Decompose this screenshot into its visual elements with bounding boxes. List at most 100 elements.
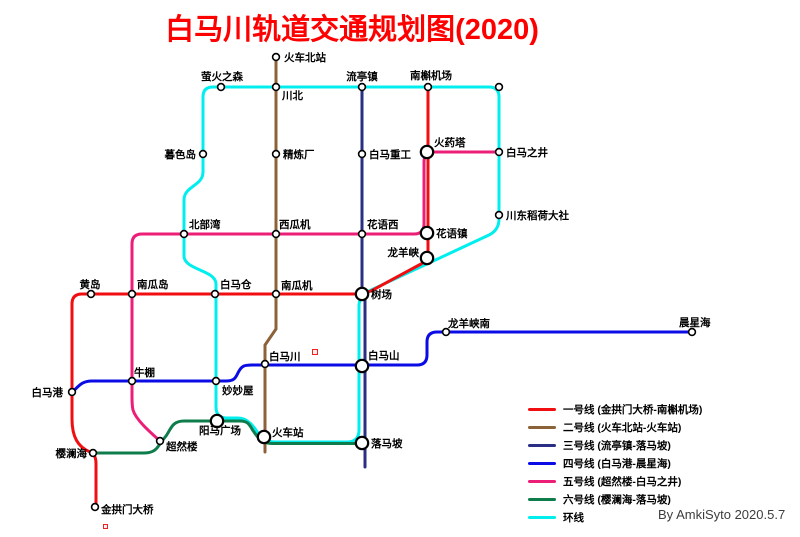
legend-label: 一号线 (金拱门大桥-南槲机场) [563, 403, 703, 416]
station-dot [271, 82, 281, 92]
station-dot [260, 359, 270, 369]
station-dot [687, 327, 697, 337]
station-dot [494, 210, 504, 220]
station-dot [90, 502, 100, 512]
station-label: 精炼厂 [283, 148, 315, 161]
station-label: 火车北站 [284, 51, 326, 64]
line-4-path [70, 330, 694, 394]
station-dot [198, 149, 208, 159]
station-label: 白马之井 [506, 146, 548, 159]
station-label: 白马港 [32, 386, 64, 399]
station-dot [86, 289, 96, 299]
station-dot [357, 82, 367, 92]
legend-swatch [528, 461, 556, 465]
legend-row: 六号线 (樱澜海-落马坡) [528, 491, 671, 507]
station-dot [127, 376, 137, 386]
station-label: 西瓜机 [279, 218, 311, 231]
station-dot [271, 229, 281, 239]
station-label: 牛棚 [134, 366, 155, 379]
station-label: 樱澜海 [56, 447, 88, 460]
station-dot [216, 82, 226, 92]
red-square-mark [103, 524, 108, 529]
red-square-mark [312, 349, 318, 355]
legend-label: 环线 [563, 511, 584, 524]
station-label: 萤火之森 [201, 70, 243, 83]
legend-row: 环线 [528, 509, 584, 525]
station-dot [179, 229, 189, 239]
legend-row: 三号线 (流亭镇-落马坡) [528, 437, 671, 453]
legend-swatch [528, 515, 556, 519]
interchange-station-dot [419, 225, 435, 241]
interchange-station-dot [354, 435, 370, 451]
station-label: 火车站 [272, 426, 304, 439]
legend-row: 五号线 (超然楼-白马之井) [528, 473, 681, 489]
station-dot [494, 82, 504, 92]
line-6-path [91, 419, 362, 455]
station-dot [155, 436, 165, 446]
station-dot [271, 149, 281, 159]
station-label: 南瓜机 [281, 279, 313, 292]
station-label: 落马坡 [371, 437, 403, 450]
station-dot [494, 147, 504, 157]
station-label: 南槲机场 [410, 69, 452, 82]
station-dot [441, 327, 451, 337]
legend-swatch [528, 479, 556, 483]
interchange-station-dot [209, 413, 225, 429]
station-label: 龙羊峡南 [447, 317, 490, 330]
station-label: 龙羊峡 [387, 246, 420, 259]
legend-label: 三号线 (流亭镇-落马坡) [563, 439, 671, 452]
station-label: 川北 [281, 89, 303, 102]
credit: By AmkiSyto 2020.5.7 [658, 507, 786, 522]
line-2-path [263, 55, 278, 454]
station-label: 火药塔 [434, 136, 466, 149]
legend-swatch [528, 407, 556, 411]
station-dot [271, 289, 281, 299]
station-dot [127, 289, 137, 299]
station-label: 晨星海 [679, 316, 711, 329]
legend-label: 六号线 (樱澜海-落马坡) [563, 493, 671, 506]
station-label: 流亭镇 [346, 70, 378, 83]
station-label: 阳马广场 [199, 424, 241, 437]
station-label: 花语镇 [436, 227, 468, 240]
page-title: 白马川轨道交通规划图(2020) [165, 14, 539, 46]
interchange-station-dot [419, 250, 435, 266]
stations-layer [67, 52, 697, 512]
station-label: 金拱门大桥 [100, 503, 154, 516]
station-label: 川东稻荷大社 [505, 209, 569, 222]
legend-label: 五号线 (超然楼-白马之井) [563, 475, 682, 488]
station-dot [88, 448, 98, 458]
legend-swatch [528, 425, 556, 429]
station-dot [357, 149, 367, 159]
line-5-path [130, 150, 499, 443]
legend-row: 一号线 (金拱门大桥-南槲机场) [528, 401, 702, 417]
interchange-station-dot [419, 144, 435, 160]
legend-label: 二号线 (火车北站-火车站) [563, 421, 682, 434]
station-label: 黄岛 [80, 278, 101, 291]
station-label: 树场 [371, 288, 392, 301]
station-dot [210, 289, 220, 299]
station-label: 超然楼 [165, 440, 198, 453]
station-label: 花语西 [367, 218, 399, 231]
station-label: 妙妙屋 [222, 384, 254, 397]
legend-row: 二号线 (火车北站-火车站) [528, 419, 681, 435]
station-label: 南瓜岛 [137, 278, 169, 291]
station-dot [211, 376, 221, 386]
station-label: 白马重工 [369, 148, 411, 161]
station-dot [271, 52, 281, 62]
station-label: 白马川 [269, 350, 301, 363]
station-label: 暮色岛 [164, 148, 197, 161]
line-3-path [360, 85, 367, 469]
station-dot [423, 82, 433, 92]
interchange-station-dot [354, 358, 370, 374]
legend-swatch [528, 497, 556, 501]
station-dot [357, 229, 367, 239]
interchange-station-dot [256, 429, 272, 445]
legend-swatch [528, 443, 556, 447]
station-label: 白马仓 [220, 278, 252, 291]
station-label: 北部湾 [189, 218, 221, 231]
station-dot [67, 387, 77, 397]
station-label: 白马山 [368, 349, 400, 362]
